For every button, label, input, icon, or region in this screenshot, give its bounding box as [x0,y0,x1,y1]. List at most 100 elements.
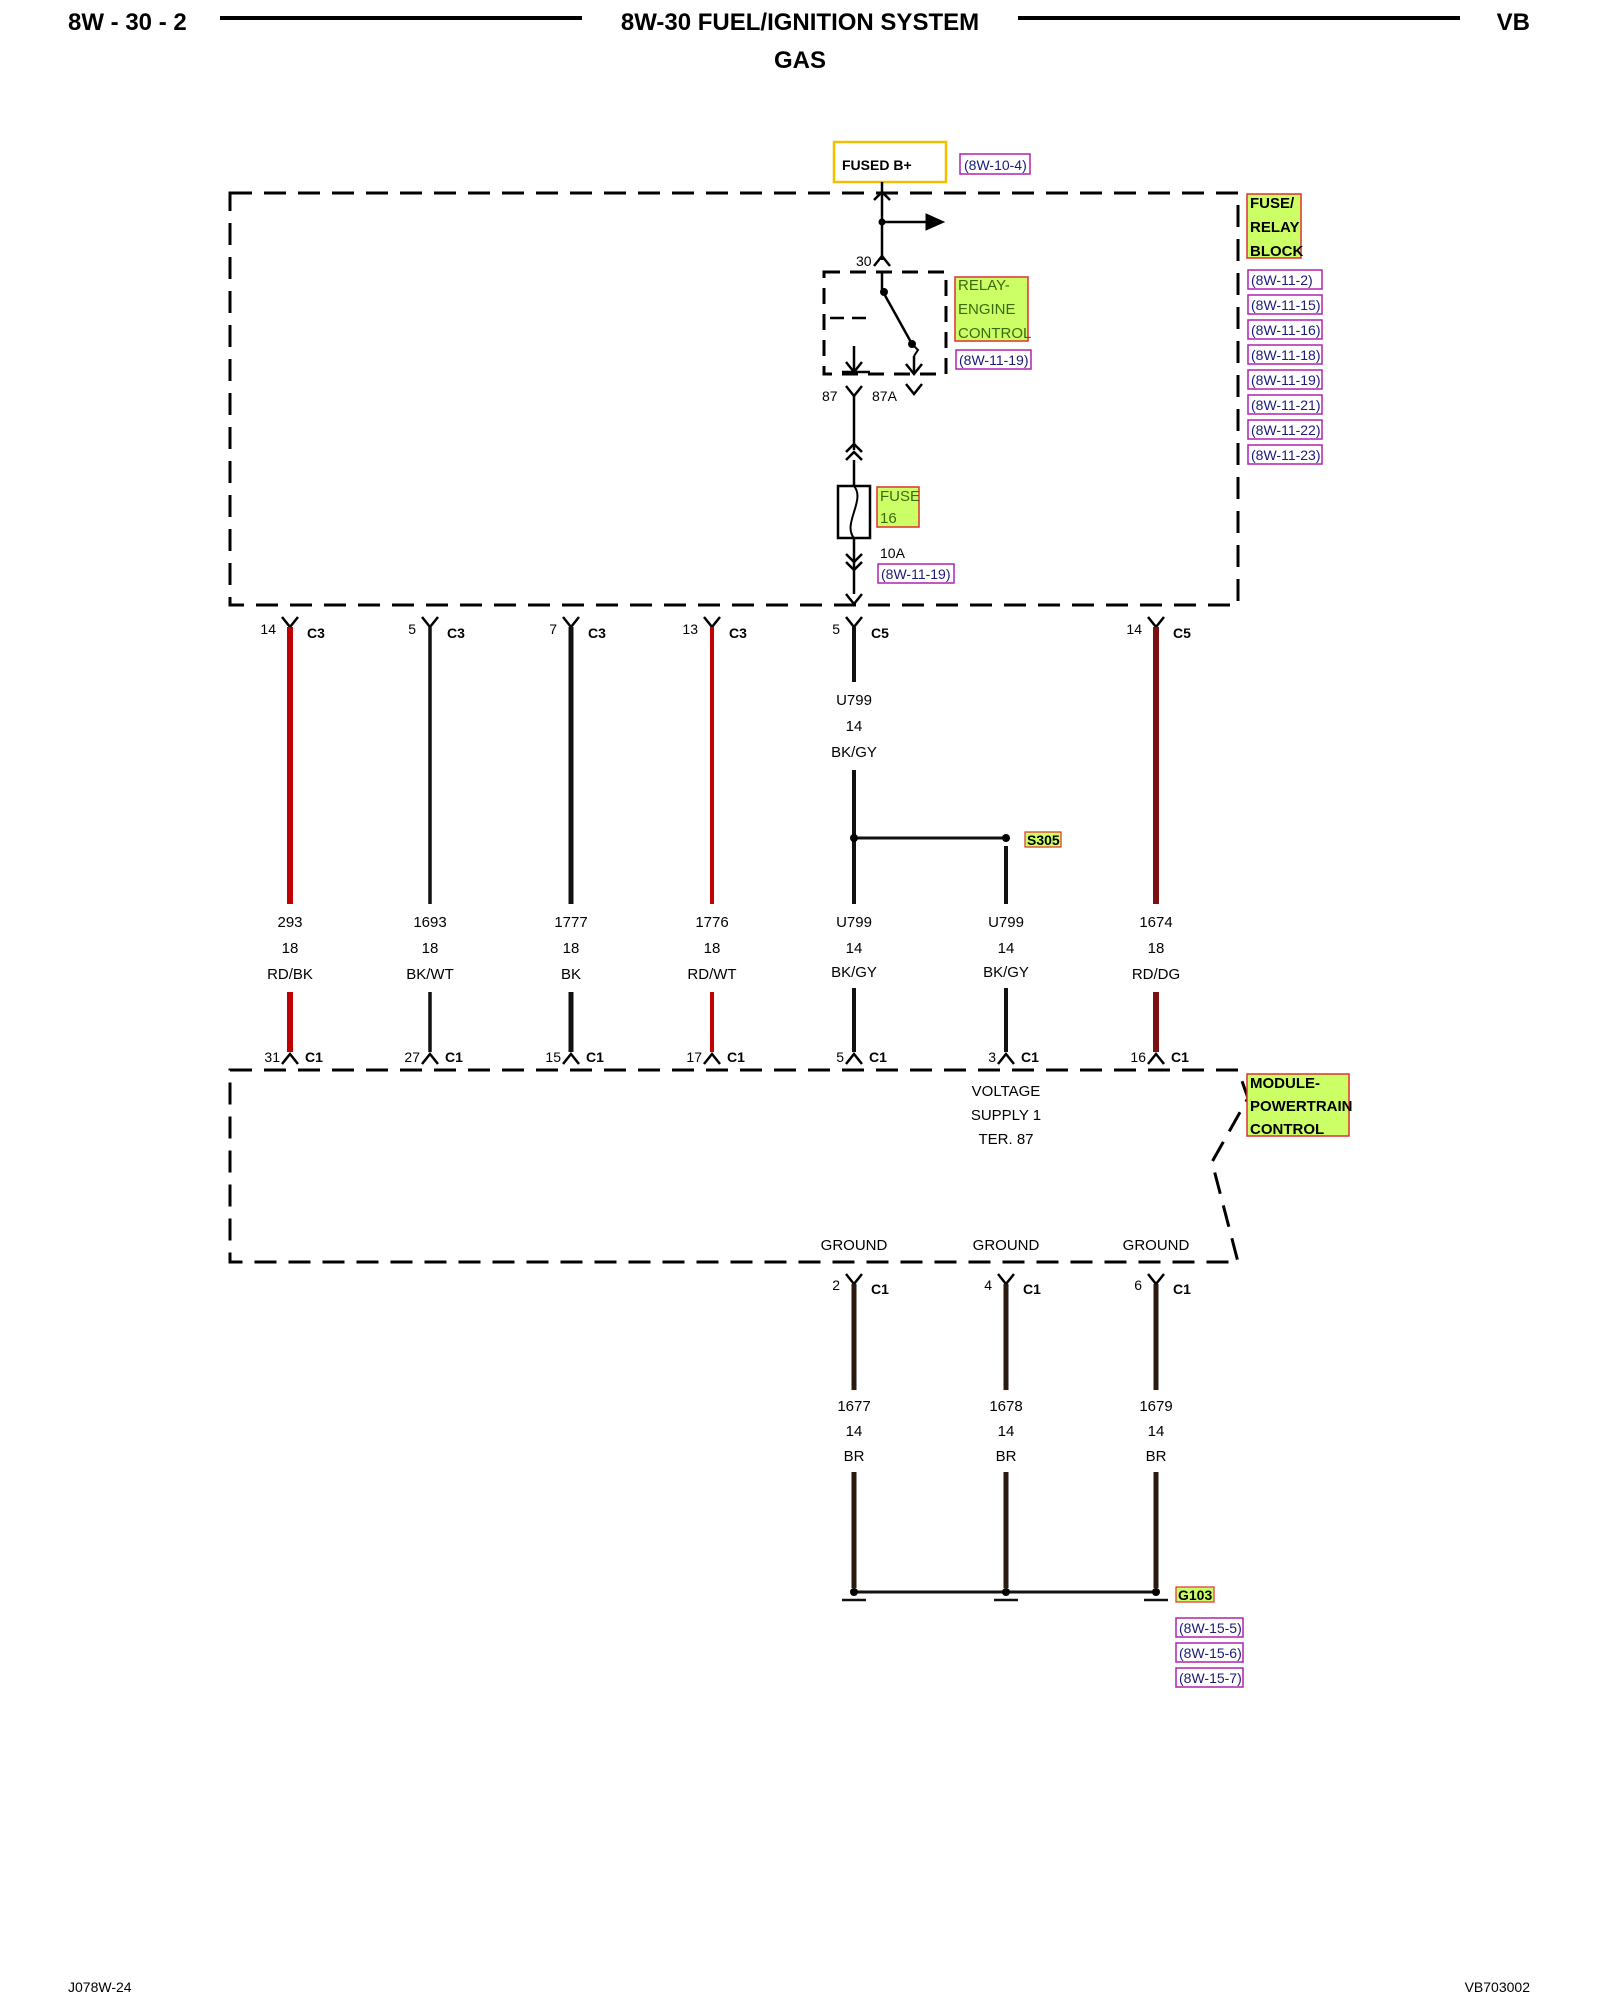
relay-ref-box[interactable] [955,349,1032,370]
u799-gauge: 14 [846,718,863,735]
connector-id: C3 [729,625,747,641]
ref-link[interactable]: (8W-11-23) [1251,447,1321,463]
relay-body [822,270,948,377]
ref-link[interactable]: (8W-11-19) [1251,372,1321,388]
pin-number: 14 [1126,621,1142,637]
pin-number: 4 [984,1277,992,1293]
pin-number: 5 [836,1049,844,1065]
module-label-1: MODULE- [1250,1075,1320,1092]
wire-gauge: 14 [846,1423,863,1440]
ref-box[interactable] [1175,1617,1244,1638]
fuse-relay-block-label-box [1246,193,1302,259]
top-connector-1: 14 C3 [260,616,325,641]
fuse-relay-block-label-2: RELAY [1250,219,1299,236]
ground-connector-labels: 2 C1 4 C1 6 C1 [832,1277,1191,1297]
voltage-supply-1: VOLTAGE [972,1083,1041,1100]
fuse-relay-block-label-3: BLOCK [1250,243,1303,260]
ref-box[interactable] [1247,369,1323,390]
ref-link[interactable]: (8W-15-7) [1179,1670,1242,1686]
ref-box[interactable] [1175,1667,1244,1688]
wire-circuit: 1679 [1139,1398,1172,1415]
wire-gauge: 14 [1148,1423,1165,1440]
fuse-ref-box[interactable] [877,563,955,584]
voltage-supply-2: SUPPLY 1 [971,1107,1041,1124]
ground-label-2: GROUND [973,1237,1040,1254]
top-connector-2: 5 C3 [408,616,465,641]
ref-link[interactable]: (8W-15-6) [1179,1645,1242,1661]
wire-color: BK [561,966,581,983]
u799-color: BK/GY [831,744,877,761]
pin-number: 7 [549,621,557,637]
connector-id: C3 [588,625,606,641]
ref-box[interactable] [1247,319,1323,340]
ref-link[interactable]: (8W-11-22) [1251,422,1321,438]
ref-box[interactable] [1247,419,1323,440]
connector-id: C1 [305,1049,323,1065]
fuse-relay-block-refs: (8W-11-2) (8W-11-15) (8W-11-16) (8W-11-1… [1247,269,1323,465]
connector-id: C1 [1023,1281,1041,1297]
fuse-ref[interactable]: (8W-11-19) [881,566,951,582]
connector-id: C5 [1173,625,1191,641]
footer-right: VB703002 [1465,1979,1531,1995]
pin-number: 13 [682,621,698,637]
ground-connectors [845,1273,1165,1287]
lower-wires [287,988,1159,1052]
pin-number: 31 [264,1049,280,1065]
pin-number: 15 [545,1049,561,1065]
relay-label-box [954,276,1029,342]
connector-id: C5 [871,625,889,641]
ref-box[interactable] [1247,344,1323,365]
fused-b-label: FUSED B+ [842,157,912,173]
relay-ref[interactable]: (8W-11-19) [959,352,1029,368]
wire-color: BR [996,1448,1017,1465]
fuse-relay-block-boundary [228,191,1240,607]
ref-link[interactable]: (8W-11-18) [1251,347,1321,363]
wire-gauge: 14 [998,1423,1015,1440]
splice-s305 [850,834,1010,904]
ref-box[interactable] [1247,294,1323,315]
wire-circuit: U799 [988,914,1024,931]
ground-label-3: GROUND [1123,1237,1190,1254]
connector-id: C3 [447,625,465,641]
wire-color: RD/BK [267,966,313,983]
voltage-supply-3: TER. 87 [978,1131,1033,1148]
ref-link[interactable]: (8W-11-21) [1251,397,1321,413]
pin-number: 17 [686,1049,702,1065]
ground-bus-g103 [842,1588,1168,1602]
relay-label-1: RELAY- [958,277,1010,294]
footer-left: J078W-24 [68,1979,132,1995]
wire-gauge: 18 [422,940,439,957]
ref-box[interactable] [1247,394,1323,415]
module-label-3: CONTROL [1250,1121,1324,1138]
wire-gauge: 18 [282,940,299,957]
relay-label-2: ENGINE [958,301,1016,318]
ref-link[interactable]: (8W-11-2) [1251,272,1313,288]
ref-link[interactable]: (8W-15-5) [1179,1620,1242,1636]
g103-label: G103 [1178,1587,1212,1603]
fused-b-ref[interactable]: (8W-10-4) [964,157,1027,173]
ref-box[interactable] [1247,269,1323,290]
connector-id: C3 [307,625,325,641]
fused-b-ref-box[interactable] [959,153,1031,175]
s305-label-box [1024,831,1062,848]
module-connector-labels: 31 C1 27 C1 15 C1 17 C1 5 C1 3 C1 16 C1 [264,1049,1189,1065]
wire-circuit: 1677 [837,1398,870,1415]
ref-link[interactable]: (8W-11-15) [1251,297,1321,313]
ref-box[interactable] [1175,1642,1244,1663]
wire-color: RD/WT [687,966,736,983]
ref-box[interactable] [1247,444,1323,465]
wire-gauge: 18 [1148,940,1165,957]
wire-labels: 293 18 RD/BK 1693 18 BK/WT 1777 18 BK 17… [267,914,1180,983]
wire-color: BK/WT [406,966,454,983]
ref-link[interactable]: (8W-11-16) [1251,322,1321,338]
top-connector-4: 13 C3 [682,616,747,641]
pin-number: 2 [832,1277,840,1293]
s305-label: S305 [1027,832,1060,848]
wire-color: BK/GY [983,964,1029,981]
connector-id: C1 [1173,1281,1191,1297]
pin-number: 27 [404,1049,420,1065]
wire-circuit: 1777 [554,914,587,931]
connector-id: C1 [586,1049,604,1065]
top-connector-6: 14 C5 [1126,616,1191,641]
